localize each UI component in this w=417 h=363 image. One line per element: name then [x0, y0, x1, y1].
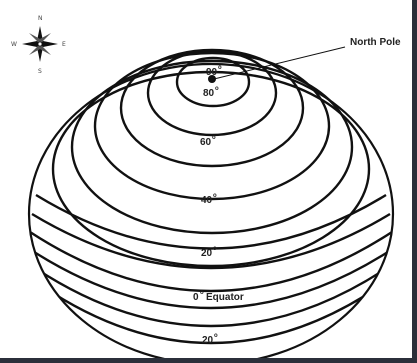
svg-text:o: o — [200, 290, 204, 296]
compass-rose-icon — [22, 26, 58, 62]
globe-svg: N S E W North Pole 90 o 80 o 60 o 40 o 2… — [0, 0, 412, 358]
svg-text:o: o — [213, 193, 217, 199]
compass-w: W — [11, 41, 17, 48]
ring-40 — [72, 61, 352, 233]
lat-80-label: 80 — [203, 88, 215, 99]
lat-20-north-label: 20 — [201, 248, 213, 259]
equator-label: Equator — [206, 292, 244, 303]
compass-s: S — [38, 68, 42, 75]
compass-e: E — [62, 41, 66, 48]
lat-60-label: 60 — [200, 137, 212, 148]
svg-text:o: o — [218, 65, 222, 71]
ring-30 — [53, 72, 369, 266]
svg-text:o: o — [215, 86, 219, 92]
svg-text:o: o — [214, 333, 218, 339]
north-pole-label: North Pole — [350, 37, 401, 48]
compass-n: N — [38, 15, 43, 22]
lat-40-label: 40 — [201, 195, 213, 206]
lat-0-label: 0 — [193, 292, 199, 303]
svg-text:o: o — [212, 135, 216, 141]
svg-text:o: o — [213, 246, 217, 252]
lat-90-label: 90 — [206, 67, 218, 78]
lat-20-south-label: 20 — [202, 335, 214, 346]
